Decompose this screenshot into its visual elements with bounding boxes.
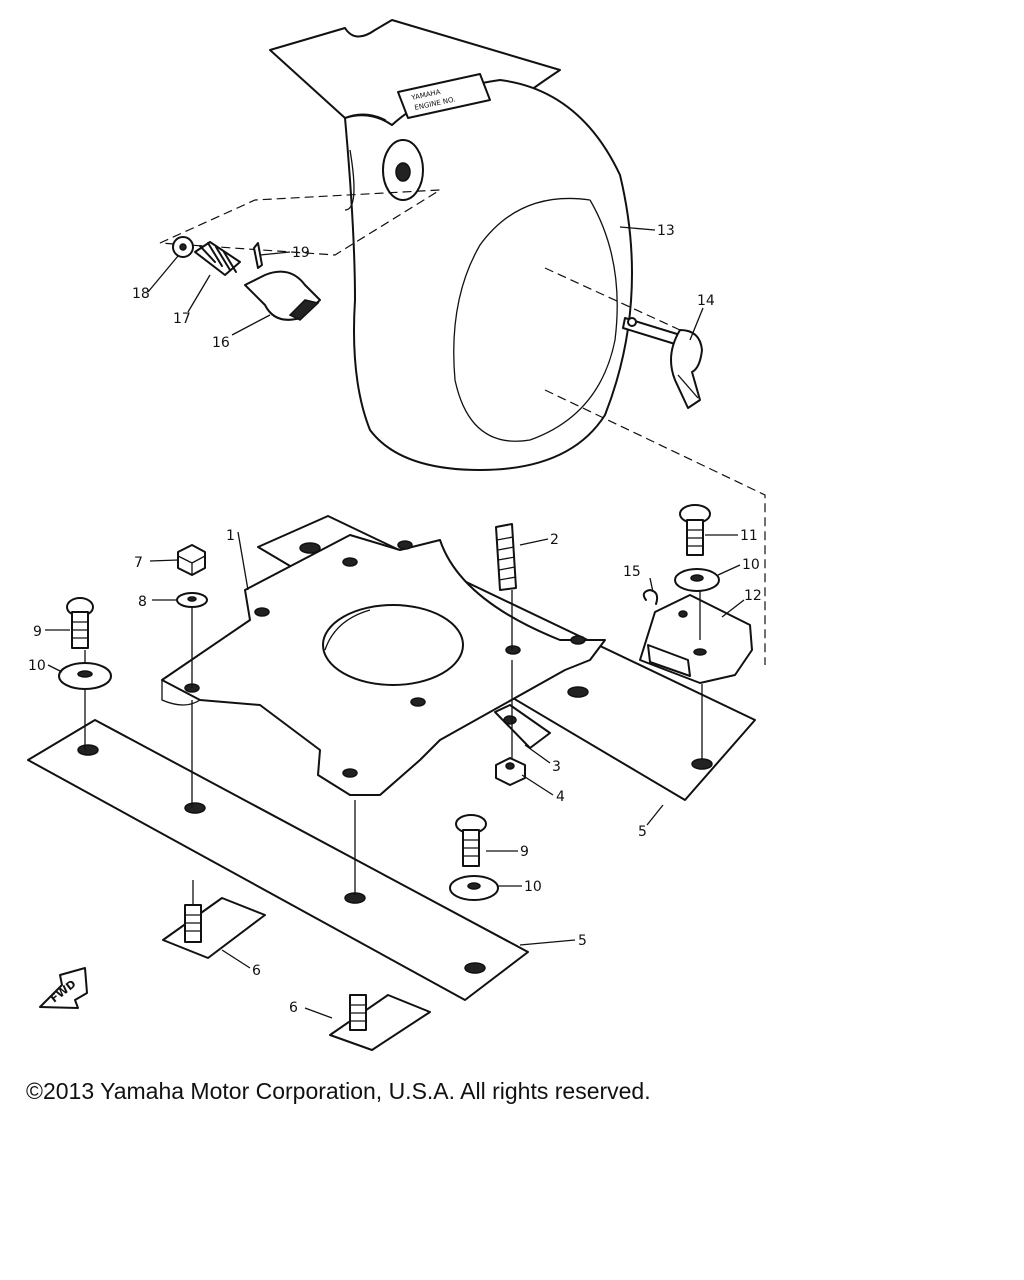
- pin-19: [253, 242, 263, 269]
- callout-7: 7: [134, 555, 143, 571]
- slot: [567, 686, 589, 698]
- bracket-12: [639, 594, 753, 684]
- fwd-arrow-icon: FWD: [39, 967, 88, 1009]
- callout-5: 5: [578, 933, 587, 949]
- stud-2: [495, 523, 517, 591]
- nut-4: [495, 757, 526, 786]
- callout-3: 3: [552, 759, 561, 775]
- callout-16: 16: [212, 335, 230, 351]
- callout-6: 6: [289, 1000, 298, 1016]
- callout-17: 17: [173, 311, 191, 327]
- washer-8: [176, 592, 208, 608]
- callout-11: 11: [740, 528, 758, 544]
- callout-9: 9: [520, 844, 529, 860]
- slot: [691, 758, 713, 770]
- bolt-9-center: [455, 814, 487, 867]
- tab-washer-3: [494, 704, 551, 749]
- callout-10: 10: [524, 879, 542, 895]
- guide-line: [544, 389, 766, 665]
- crank-handle: [622, 317, 703, 409]
- fan-shroud-cover: YAMAHA ENGINE NO.: [269, 19, 633, 471]
- stud-plate-6-right: [329, 994, 431, 1051]
- callout-1: 1: [226, 528, 235, 544]
- callout-18: 18: [132, 286, 150, 302]
- guide-line: [544, 267, 681, 331]
- callout-2: 2: [550, 532, 559, 548]
- nut-7: [177, 544, 206, 576]
- callout-leaders: [45, 226, 745, 1019]
- base-plate: [27, 515, 756, 1001]
- washer-10-right-top: [674, 568, 720, 592]
- alignment-lines: [84, 590, 703, 905]
- callout-13: 13: [657, 223, 675, 239]
- callout-10: 10: [28, 658, 46, 674]
- callout-8: 8: [138, 594, 147, 610]
- callout-4: 4: [556, 789, 565, 805]
- bolt-9-left: [66, 597, 94, 649]
- callout-5: 5: [638, 824, 647, 840]
- callout-19: 19: [292, 245, 310, 261]
- callout-15: 15: [623, 564, 641, 580]
- bolt-11: [679, 504, 711, 556]
- washer-10-left: [58, 662, 112, 690]
- clip-15: [642, 589, 659, 605]
- stud-plate-6-left: [162, 897, 266, 959]
- callout-labels: 1 2 3 4 5 5 6 6 7 8 9 9 10 10 10 11 12 1…: [28, 223, 762, 1016]
- callout-10: 10: [742, 557, 760, 573]
- knob-assembly: [172, 236, 321, 321]
- washer-10-center: [449, 875, 499, 901]
- slot: [299, 542, 321, 554]
- callout-14: 14: [697, 293, 715, 309]
- callout-9: 9: [33, 624, 42, 640]
- copyright-notice: ©2013 Yamaha Motor Corporation, U.S.A. A…: [26, 1078, 651, 1104]
- callout-6: 6: [252, 963, 261, 979]
- exploded-parts-diagram: YAMAHA ENGINE NO.: [27, 19, 766, 1051]
- callout-12: 12: [744, 588, 762, 604]
